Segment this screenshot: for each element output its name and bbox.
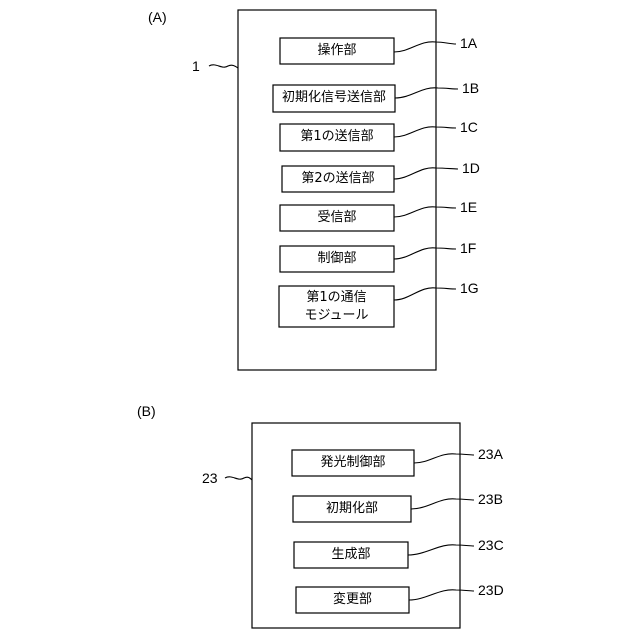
device-23-leader (225, 477, 252, 480)
unit-1e-ref: 1E (460, 199, 477, 215)
unit-1e-leader (394, 207, 456, 217)
unit-23b-label: 初期化部 (293, 501, 411, 517)
unit-1b-label: 初期化信号送信部 (273, 90, 395, 106)
unit-23b-leader (411, 499, 474, 509)
device-1-ref: 1 (192, 58, 200, 74)
unit-23d-leader (409, 590, 474, 600)
unit-1a-label: 操作部 (280, 43, 394, 59)
unit-1c-label: 第1の送信部 (280, 129, 394, 145)
unit-23a-ref: 23A (478, 446, 503, 462)
unit-1d-leader (394, 168, 458, 179)
unit-1b-ref: 1B (462, 80, 479, 96)
unit-1g-label-line1: 第1の通信 (279, 290, 394, 306)
unit-23d-ref: 23D (478, 582, 504, 598)
unit-23d-label: 変更部 (296, 592, 409, 608)
figure-a-caption: (A) (148, 9, 167, 25)
device-1-leader (209, 65, 238, 68)
unit-1g-ref: 1G (460, 280, 479, 296)
unit-1g-leader (394, 288, 456, 300)
unit-1b-leader (395, 88, 458, 98)
unit-23a-label: 発光制御部 (292, 455, 414, 471)
unit-1a-leader (394, 42, 456, 52)
unit-23c-ref: 23C (478, 537, 504, 553)
unit-23c-label: 生成部 (294, 547, 408, 563)
unit-1e-label: 受信部 (280, 210, 394, 226)
unit-1d-ref: 1D (462, 160, 480, 176)
device-23-ref: 23 (202, 470, 218, 486)
unit-1c-ref: 1C (460, 119, 478, 135)
unit-1f-leader (394, 248, 456, 259)
unit-1g-label-line2: モジュール (279, 308, 394, 324)
unit-1f-ref: 1F (460, 240, 476, 256)
unit-23c-leader (408, 545, 474, 555)
unit-1f-label: 制御部 (280, 251, 394, 267)
unit-1a-ref: 1A (460, 35, 477, 51)
figure-b-caption: (B) (137, 403, 156, 419)
unit-1c-leader (394, 127, 456, 137)
unit-1d-label: 第2の送信部 (282, 171, 394, 187)
unit-23b-ref: 23B (478, 491, 503, 507)
unit-23a-leader (414, 454, 474, 463)
